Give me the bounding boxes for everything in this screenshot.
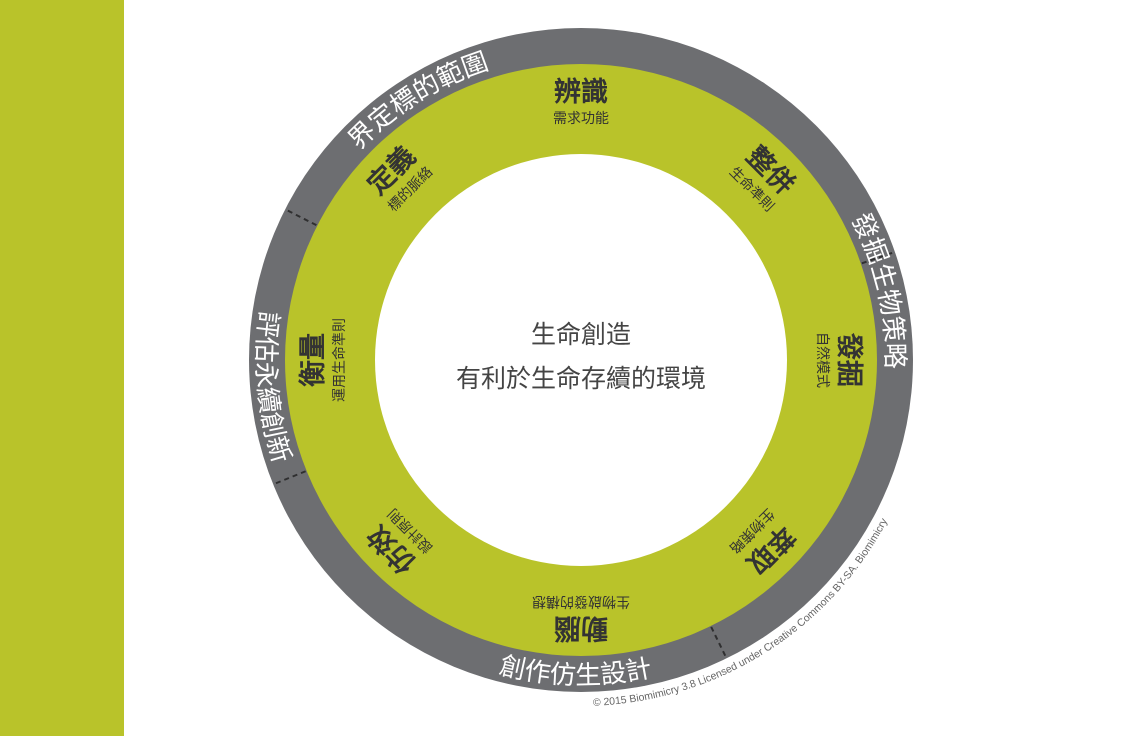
step-title-brainstorm: 動腦: [554, 612, 608, 643]
stage-divider: [285, 208, 317, 227]
step-identify: 辨識 需求功能: [553, 77, 609, 127]
center-circle: [375, 154, 787, 566]
stage-dividers: [273, 208, 895, 658]
left-accent-bar: [0, 0, 124, 736]
step-measure: 衡量 運用生命準則: [298, 318, 348, 402]
step-title-discover: 發掘: [833, 332, 864, 387]
stage-divider: [273, 470, 307, 485]
step-subtitle-brainstorm: 生物啟發的構想: [532, 593, 630, 609]
step-subtitle-identify: 需求功能: [553, 111, 609, 127]
step-subtitle-discover: 自然模式: [814, 332, 831, 388]
stage-divider: [710, 626, 727, 658]
step-subtitle-measure: 運用生命準則: [331, 318, 348, 402]
step-brainstorm: 動腦 生物啟發的構想: [532, 593, 630, 643]
step-title-measure: 衡量: [298, 333, 329, 387]
stage-divider: [861, 251, 895, 265]
step-discover: 發掘 自然模式: [814, 332, 864, 388]
center-text-line1: 生命創造: [531, 320, 631, 349]
step-title-identify: 辨識: [554, 77, 608, 108]
center-text-line2: 有利於生命存續的環境: [456, 364, 706, 393]
